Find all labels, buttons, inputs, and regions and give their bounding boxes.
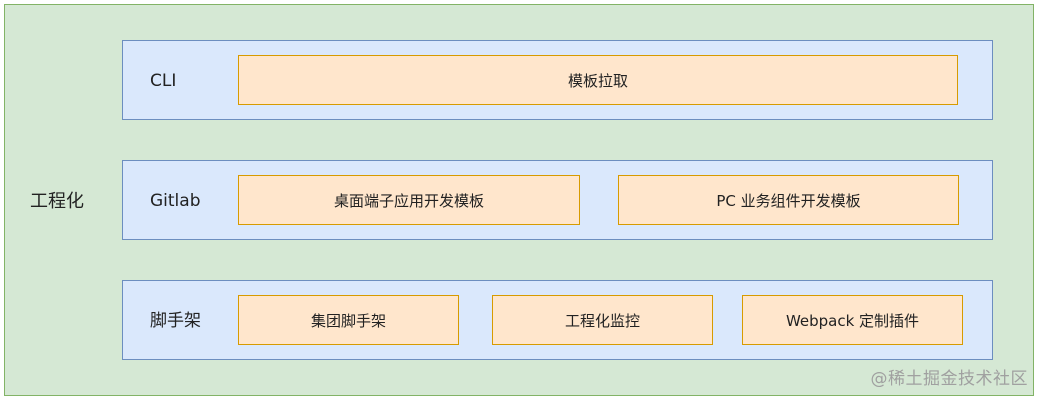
item-pc-component-template: PC 业务组件开发模板 <box>618 175 959 225</box>
row-cli: CLI 模板拉取 <box>122 40 993 120</box>
row-gitlab: Gitlab 桌面端子应用开发模板 PC 业务组件开发模板 <box>122 160 993 240</box>
item-engineering-monitor: 工程化监控 <box>492 295 713 345</box>
watermark: @稀土掘金技术社区 <box>870 369 1028 389</box>
item-template-pull: 模板拉取 <box>238 55 958 105</box>
row-cli-label: CLI <box>150 71 177 91</box>
engineering-label: 工程化 <box>30 191 84 212</box>
row-gitlab-label: Gitlab <box>150 191 201 211</box>
row-scaffold: 脚手架 集团脚手架 工程化监控 Webpack 定制插件 <box>122 280 993 360</box>
item-webpack-plugin: Webpack 定制插件 <box>742 295 963 345</box>
row-scaffold-label: 脚手架 <box>150 311 201 331</box>
item-group-scaffold: 集团脚手架 <box>238 295 459 345</box>
item-desktop-template: 桌面端子应用开发模板 <box>238 175 580 225</box>
